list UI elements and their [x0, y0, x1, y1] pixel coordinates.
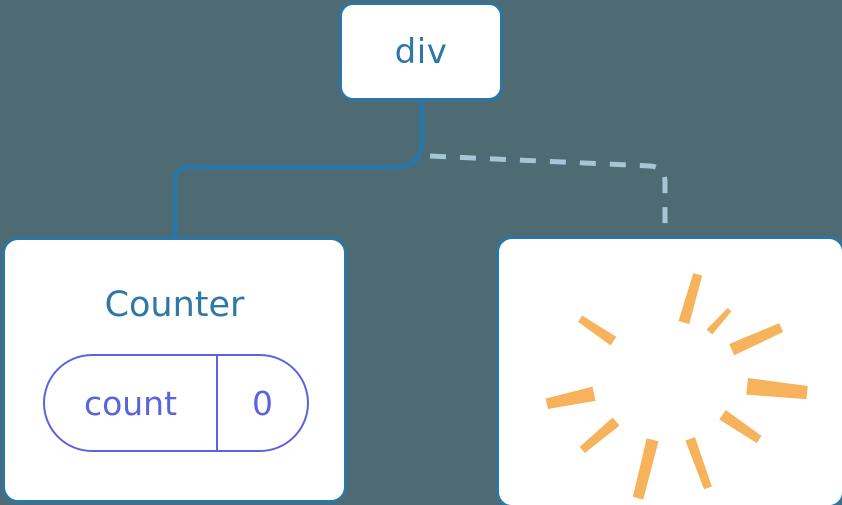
state-pill-key-label: count — [83, 383, 178, 423]
burst-ray-6 — [685, 437, 712, 490]
burst-ray-10 — [578, 315, 617, 346]
burst-ray-2 — [706, 307, 732, 335]
node-counter-label: Counter — [104, 285, 245, 325]
burst-ray-1 — [678, 273, 703, 325]
burst-ray-7 — [632, 438, 659, 500]
burst-ray-8 — [579, 417, 620, 453]
burst-ray-3 — [729, 323, 784, 356]
burst-ray-5 — [719, 410, 762, 444]
edge-root-to-burst — [429, 153, 668, 238]
node-burst[interactable] — [496, 236, 842, 505]
edge-root-to-counter — [172, 101, 425, 240]
state-pill-value: 0 — [218, 356, 307, 450]
burst-ray-4 — [746, 378, 808, 400]
state-pill-value-label: 0 — [252, 383, 273, 423]
node-div[interactable]: div — [339, 2, 503, 101]
node-div-label: div — [394, 31, 448, 72]
state-pill-count[interactable]: count 0 — [43, 354, 309, 452]
sparkle-burst-icon — [545, 273, 808, 500]
burst-ray-9 — [545, 386, 596, 409]
state-pill-key: count — [45, 356, 218, 450]
